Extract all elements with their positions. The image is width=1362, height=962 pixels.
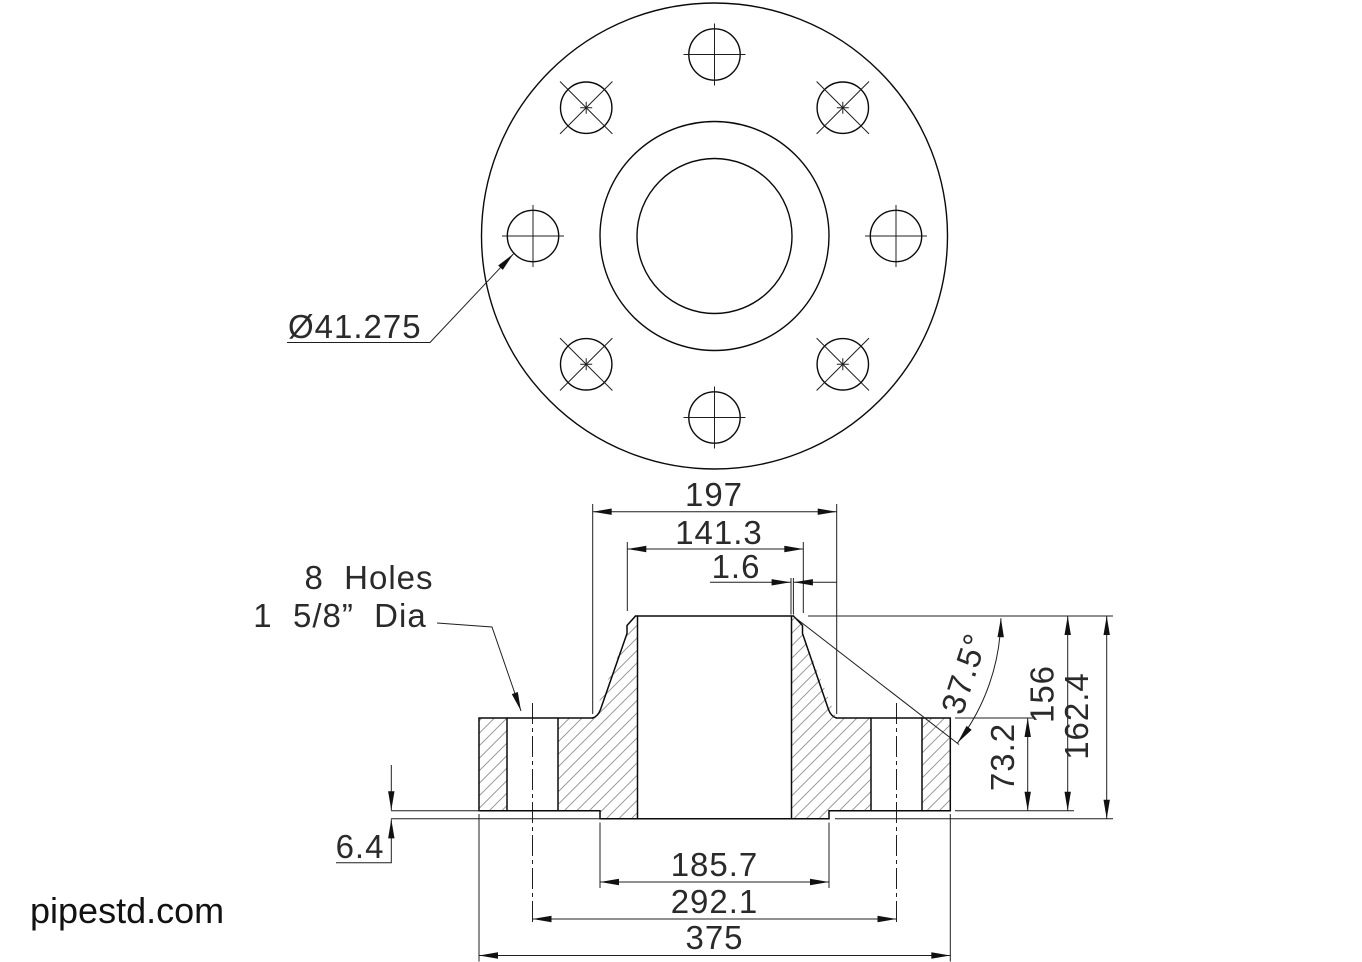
bolt-holes-note-line1: 8 Holes xyxy=(304,559,433,596)
overall-length-value: 162.4 xyxy=(1058,672,1095,760)
hole-diameter-callout: Ø41.275 xyxy=(287,253,514,345)
raised-face-circle xyxy=(599,120,830,352)
dim-raised-face-diameter: 185.7 xyxy=(599,822,830,888)
hole-diameter-leader xyxy=(287,253,514,343)
outside-diameter-value: 375 xyxy=(685,919,743,956)
dim-weld-end-od: 141.3 xyxy=(626,514,804,613)
bolt-holes-note: 8 Holes 1 5/8” Dia xyxy=(253,559,522,712)
top-view: Ø41.275 xyxy=(287,2,949,470)
dim-overall-length: 162.4 xyxy=(835,616,1113,820)
section-hatching xyxy=(479,616,951,819)
bolt-circle-diameter-value: 292.1 xyxy=(671,883,759,920)
weld-end-od-value: 141.3 xyxy=(675,514,763,551)
dim-flange-thickness: 73.2 xyxy=(955,717,1074,812)
flange-outer-circle xyxy=(480,2,949,470)
section-view: 197 141.3 1.6 37.5° 73.2 156 xyxy=(253,476,1113,962)
hole-center-marks-cross xyxy=(559,81,870,391)
dim-hub-length: 156 xyxy=(808,615,1113,811)
hub-length-value: 156 xyxy=(1024,665,1061,723)
hole-center-marks-plus xyxy=(502,23,927,449)
bore-circle xyxy=(636,157,793,315)
bolt-holes-leader xyxy=(436,622,522,712)
raised-face-diameter-value: 185.7 xyxy=(671,846,759,883)
flange-profile xyxy=(478,615,952,820)
dim-hub-diameter: 197 xyxy=(592,476,838,714)
bolt-holes-note-line2: 1 5/8” Dia xyxy=(253,597,426,634)
watermark: pipestd.com xyxy=(30,890,224,931)
dim-raised-face-height: 6.4 xyxy=(336,765,601,865)
raised-face-height-value: 6.4 xyxy=(336,828,385,865)
bevel-angle-value: 37.5° xyxy=(934,629,995,719)
hole-diameter-label: Ø41.275 xyxy=(288,308,422,345)
dim-root-face: 1.6 xyxy=(710,548,837,615)
dim-bolt-circle-diameter: 292.1 xyxy=(532,883,897,923)
root-face-value: 1.6 xyxy=(712,548,761,585)
hub-diameter-value: 197 xyxy=(685,476,743,513)
flange-thickness-value: 73.2 xyxy=(984,723,1021,791)
dim-outside-diameter: 375 xyxy=(478,814,951,962)
